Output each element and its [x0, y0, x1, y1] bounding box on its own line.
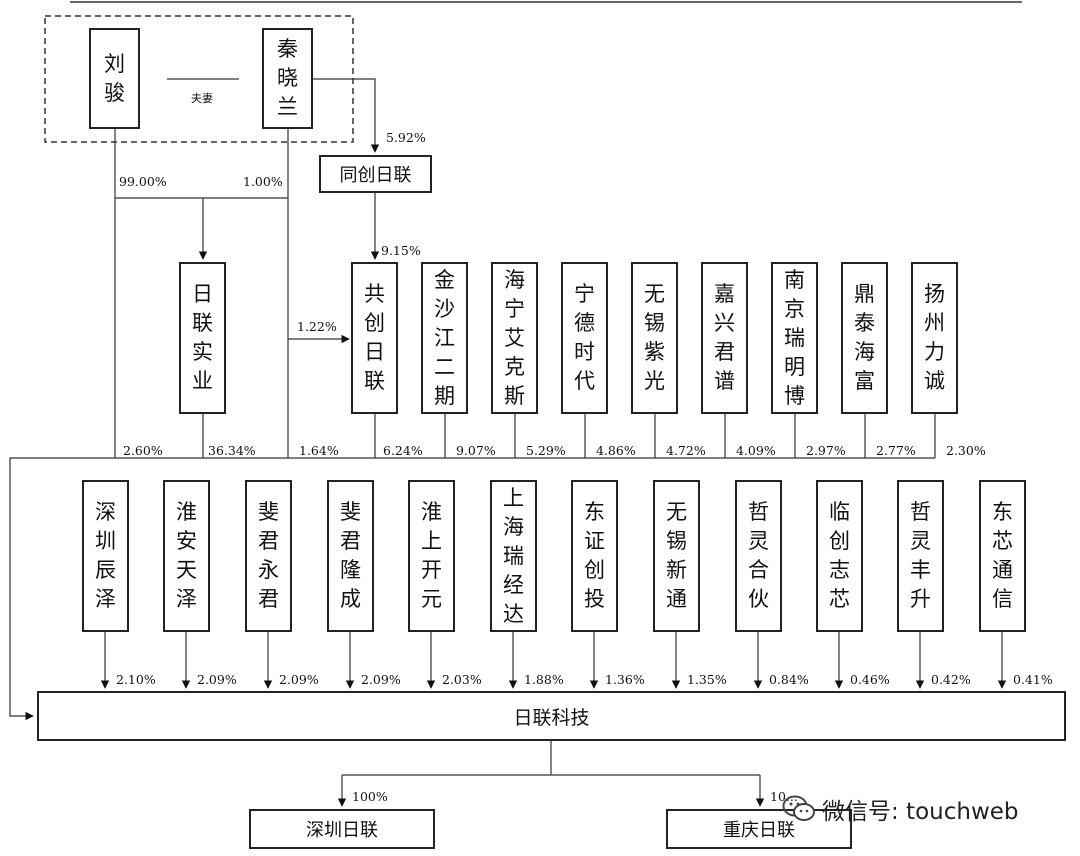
shareholder-liu-jun: 刘骏	[89, 28, 140, 129]
investor-name: 金沙江二期	[434, 267, 455, 408]
investor-name: 临创志芯	[829, 500, 850, 611]
entity-main-company: 日联科技	[37, 691, 1066, 741]
share-pct: 2.09%	[361, 672, 401, 687]
investor-name: 上海瑞经达	[503, 485, 524, 626]
share-pct: 0.46%	[850, 672, 890, 687]
share-pct: 1.35%	[687, 672, 727, 687]
share-pct: 100%	[352, 789, 388, 804]
share-pct: 1.00%	[243, 174, 283, 189]
share-pct: 4.72%	[666, 443, 706, 458]
subsidiary-shenzhen: 深圳日联	[249, 809, 435, 849]
investor-box: 哲灵丰升	[897, 480, 944, 632]
share-pct: 1.88%	[524, 672, 564, 687]
investor-box: 哲灵合伙	[735, 480, 782, 632]
investor-box: 海宁艾克斯	[491, 262, 538, 414]
investor-name: 哲灵合伙	[748, 500, 769, 611]
share-pct: 10...	[770, 789, 798, 804]
wechat-watermark: 微信号: touchweb	[782, 792, 1019, 826]
investor-name: 鼎泰海富	[854, 282, 875, 393]
entity-name: 日联实业	[192, 282, 213, 393]
investor-box: 金沙江二期	[421, 262, 468, 414]
investor-name: 东证创投	[584, 500, 605, 611]
share-pct: 4.09%	[736, 443, 776, 458]
watermark-text: 微信号: touchweb	[822, 799, 1019, 825]
investor-name: 海宁艾克斯	[504, 267, 525, 408]
investor-name: 东芯通信	[992, 500, 1013, 611]
share-pct: 4.86%	[596, 443, 636, 458]
share-pct: 99.00%	[119, 174, 167, 189]
investor-box: 东证创投	[571, 480, 618, 632]
share-pct: 2.97%	[806, 443, 846, 458]
share-pct: 0.84%	[769, 672, 809, 687]
investor-name: 扬州力诚	[924, 282, 945, 393]
share-pct: 9.15%	[381, 243, 421, 258]
entity-name: 重庆日联	[723, 820, 795, 841]
share-pct: 9.07%	[456, 443, 496, 458]
share-pct: 1.22%	[297, 319, 337, 334]
investor-name: 斐君永君	[258, 500, 279, 611]
investor-name: 淮安天泽	[176, 500, 197, 611]
investor-name: 宁德时代	[574, 282, 595, 393]
investor-box: 东芯通信	[979, 480, 1026, 632]
entity-rilian-shiye: 日联实业	[179, 262, 226, 414]
wechat-icon	[782, 795, 815, 821]
shareholder-qin-xiaolan: 秦晓兰	[262, 28, 313, 129]
investor-box: 深圳辰泽	[82, 480, 129, 632]
share-pct: 1.36%	[605, 672, 645, 687]
investor-name: 嘉兴君谱	[714, 282, 735, 393]
investor-box: 淮上开元	[408, 480, 455, 632]
entity-name: 深圳日联	[306, 820, 378, 841]
entity-name: 共创日联	[364, 282, 385, 393]
share-pct: 2.09%	[197, 672, 237, 687]
investor-box: 扬州力诚	[911, 262, 958, 414]
entity-tongchuang: 同创日联	[319, 155, 432, 193]
share-pct: 5.29%	[526, 443, 566, 458]
investor-box: 宁德时代	[561, 262, 608, 414]
investor-box: 南京瑞明博	[771, 262, 818, 414]
investor-box: 上海瑞经达	[490, 480, 537, 632]
investor-name: 哲灵丰升	[910, 500, 931, 611]
entity-name: 日联科技	[513, 706, 590, 729]
investor-name: 无锡新通	[666, 500, 687, 611]
shareholder-name: 秦晓兰	[277, 37, 298, 119]
share-pct: 2.10%	[116, 672, 156, 687]
investor-name: 深圳辰泽	[95, 500, 116, 611]
investor-name: 淮上开元	[421, 500, 442, 611]
investor-box: 临创志芯	[816, 480, 863, 632]
investor-box: 鼎泰海富	[841, 262, 888, 414]
share-pct: 2.60%	[123, 443, 163, 458]
investor-box: 斐君永君	[245, 480, 292, 632]
investor-box: 无锡新通	[653, 480, 700, 632]
investor-name: 无锡紫光	[644, 282, 665, 393]
share-pct: 0.41%	[1013, 672, 1053, 687]
share-pct: 2.30%	[946, 443, 986, 458]
share-pct: 6.24%	[383, 443, 423, 458]
spouse-label: 夫妻	[191, 92, 213, 105]
entity-gongchuang: 共创日联	[351, 262, 398, 414]
subsidiary-chongqing: 重庆日联	[666, 809, 852, 849]
investor-box: 嘉兴君谱	[701, 262, 748, 414]
share-pct: 0.42%	[931, 672, 971, 687]
investor-box: 无锡紫光	[631, 262, 678, 414]
share-pct: 36.34%	[208, 443, 256, 458]
share-pct: 5.92%	[386, 130, 426, 145]
share-pct: 1.64%	[299, 443, 339, 458]
investor-name: 南京瑞明博	[784, 267, 805, 408]
investor-name: 斐君隆成	[340, 500, 361, 611]
share-pct: 2.77%	[876, 443, 916, 458]
investor-box: 淮安天泽	[163, 480, 210, 632]
shareholder-name: 刘骏	[104, 51, 125, 105]
entity-name: 同创日联	[339, 165, 412, 186]
investor-box: 斐君隆成	[327, 480, 374, 632]
share-pct: 2.03%	[442, 672, 482, 687]
share-pct: 2.09%	[279, 672, 319, 687]
